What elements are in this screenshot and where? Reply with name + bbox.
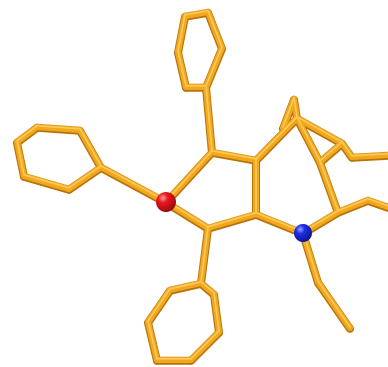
bond[interactable] (253, 115, 300, 163)
bond[interactable] (182, 9, 211, 19)
bond-shading (184, 10, 209, 16)
bond-shading (293, 97, 298, 118)
bond-shading (207, 212, 257, 228)
bond-shading (200, 226, 209, 283)
bond-shading (351, 153, 388, 157)
bond-shading (319, 160, 339, 212)
bond-shading (147, 319, 158, 360)
bond[interactable] (365, 197, 388, 210)
bond-shading (147, 287, 171, 322)
nitrogen-atom[interactable] (294, 224, 312, 242)
bond-shading (200, 280, 215, 294)
bond-shading (205, 45, 223, 87)
bond-shading (100, 165, 167, 202)
bond-shading (177, 49, 187, 87)
bond-shading (68, 165, 102, 189)
bond-shading (36, 125, 81, 130)
bond[interactable] (317, 140, 345, 165)
bond[interactable] (349, 152, 388, 160)
bond-shading (367, 198, 388, 207)
bond-shading (341, 141, 353, 157)
bond-shading (213, 291, 220, 332)
bond-shading (337, 198, 369, 212)
bond-shading (16, 125, 38, 142)
bond-shading (255, 116, 298, 160)
bond-shading (317, 279, 351, 328)
bond-shading (207, 10, 223, 48)
bond[interactable] (66, 164, 104, 192)
bond[interactable] (34, 124, 83, 133)
bond[interactable] (198, 280, 217, 297)
bond-shading (211, 150, 257, 160)
bond[interactable] (163, 149, 215, 205)
bond[interactable] (188, 329, 222, 363)
bond-shading (205, 85, 213, 152)
bond-shading (169, 280, 202, 290)
bond-shading (23, 174, 70, 189)
oxygen-atom[interactable] (156, 192, 176, 212)
bond-shading (282, 97, 295, 128)
bond-shading (296, 116, 321, 162)
bond[interactable] (14, 124, 40, 145)
bond-shading (79, 128, 102, 167)
bond[interactable] (294, 115, 345, 146)
bond-shading (319, 141, 343, 162)
bond-shading (296, 116, 343, 143)
bond-shading (16, 140, 25, 176)
bond-shading (190, 329, 220, 360)
bond[interactable] (98, 164, 169, 205)
bond[interactable] (21, 173, 72, 192)
bond[interactable] (209, 149, 259, 163)
bond[interactable] (335, 197, 371, 215)
bond[interactable] (167, 280, 204, 293)
bond-shading (165, 150, 213, 202)
bond-shading (177, 14, 186, 52)
bond[interactable] (205, 211, 259, 231)
